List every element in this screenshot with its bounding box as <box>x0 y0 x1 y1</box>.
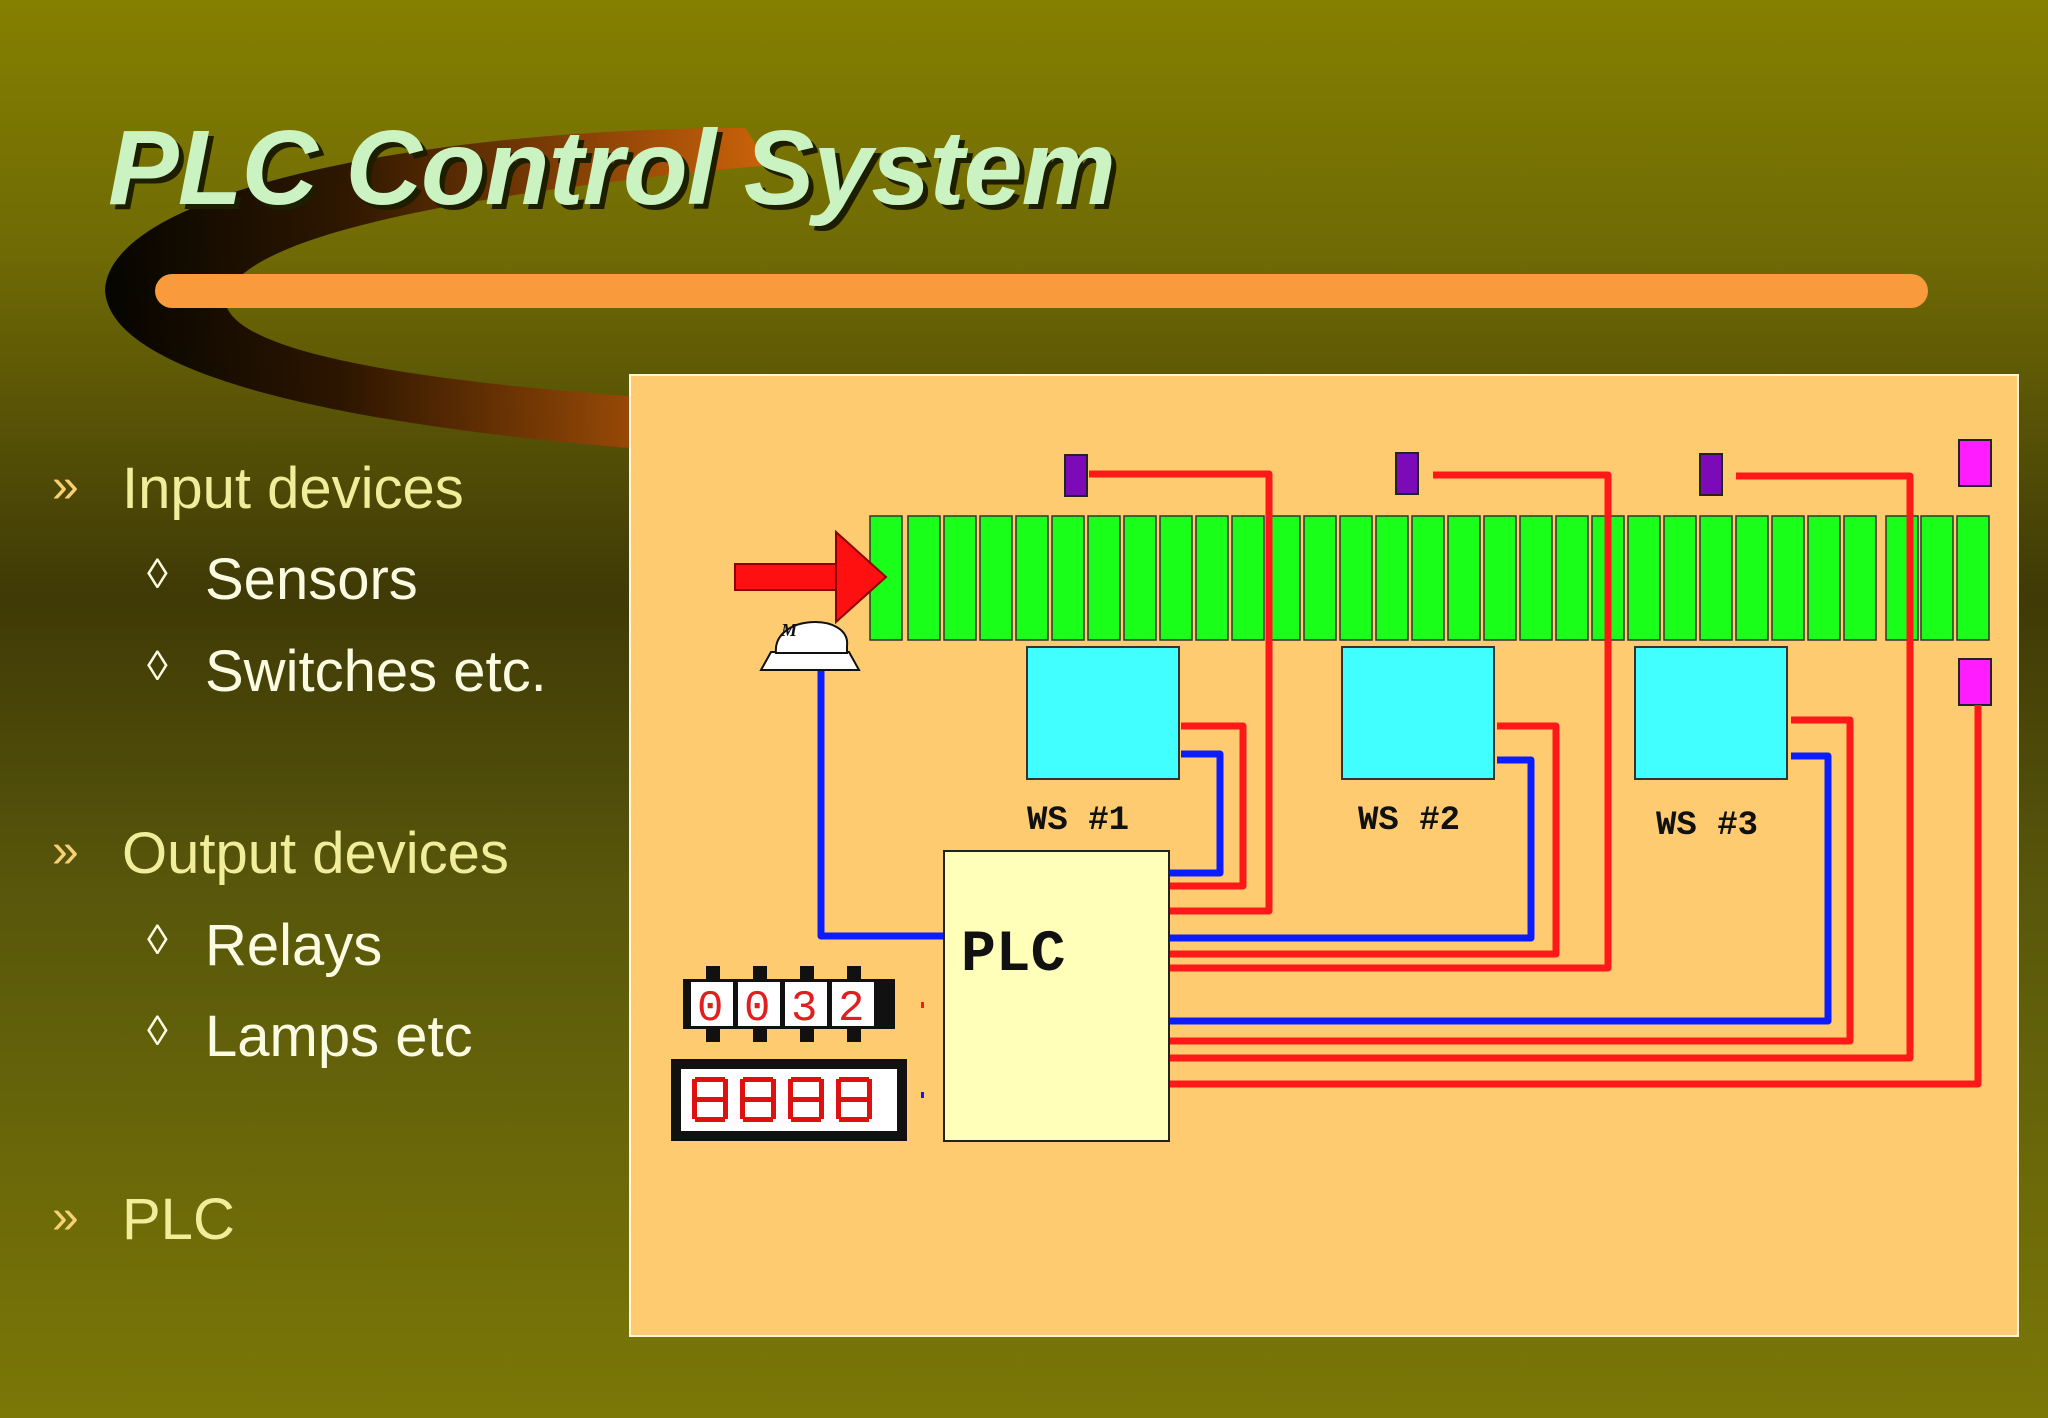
plc-diagram-panel: WS #1 WS #2 WS #3 M PLC <box>629 374 2019 1337</box>
conveyor-segment <box>1956 515 1990 641</box>
bullet-input-devices: » Input devices <box>52 455 464 522</box>
conveyor-segment <box>1483 515 1517 641</box>
conveyor-segment <box>907 515 941 641</box>
conveyor-segment <box>1771 515 1805 641</box>
conveyor-segment <box>1231 515 1265 641</box>
conveyor-segment <box>1807 515 1841 641</box>
seven-segment-digit <box>692 1077 728 1122</box>
conveyor-segment <box>1663 515 1697 641</box>
bullet-relays: ◊ Relays <box>147 912 383 979</box>
conveyor-segment <box>1447 515 1481 641</box>
bullet-label: Switches etc. <box>205 639 547 704</box>
seven-segment-digit <box>836 1077 872 1122</box>
sensor-3 <box>1699 453 1723 496</box>
conveyor-segment <box>943 515 977 641</box>
bullet-output-devices: » Output devices <box>52 820 509 887</box>
seven-segment-digit <box>740 1077 776 1122</box>
conveyor-segment <box>1051 515 1085 641</box>
title-underline-bar <box>155 274 1928 308</box>
conveyor-belt <box>869 515 1990 641</box>
seven-segment-display <box>671 1059 907 1141</box>
bullet-marker: ◊ <box>147 916 168 963</box>
lamp-bottom <box>1958 658 1992 706</box>
bullet-marker: ◊ <box>147 550 168 597</box>
bullet-marker: » <box>52 460 79 513</box>
conveyor-segment <box>1920 515 1954 641</box>
input-indicator <box>921 1092 924 1098</box>
workstation-1: WS #1 <box>1026 646 1180 840</box>
conveyor-segment <box>1159 515 1193 641</box>
seven-segment-digit <box>788 1077 824 1122</box>
counter-digit: 0 <box>744 984 770 1034</box>
conveyor-segment <box>1555 515 1589 641</box>
counter-digit: 0 <box>697 984 723 1034</box>
counter-digit: 2 <box>838 984 864 1034</box>
workstation-2: WS #2 <box>1341 646 1495 840</box>
conveyor-segment <box>1303 515 1337 641</box>
bullet-label: Sensors <box>205 547 418 612</box>
conveyor-segment <box>1015 515 1049 641</box>
plc-unit: PLC <box>943 850 1170 1142</box>
bullet-marker: ◊ <box>147 642 168 689</box>
conveyor-segment <box>1411 515 1445 641</box>
conveyor-segment <box>1375 515 1409 641</box>
motor-label: M <box>780 620 798 640</box>
conveyor-segment <box>1843 515 1877 641</box>
slide-title: PLC Control System <box>108 109 1116 227</box>
bullet-sensors: ◊ Sensors <box>147 546 418 613</box>
bullet-label: Output devices <box>122 821 509 886</box>
input-arrow <box>734 529 888 625</box>
counter-display: 0 0 3 2 <box>683 966 895 1042</box>
conveyor-segment <box>1627 515 1661 641</box>
bullet-label: PLC <box>122 1187 235 1252</box>
bullet-lamps: ◊ Lamps etc <box>147 1003 473 1070</box>
bullet-switches: ◊ Switches etc. <box>147 638 547 705</box>
plc-label: PLC <box>961 923 1065 988</box>
bullet-label: Input devices <box>122 456 464 521</box>
decorative-swoosh <box>105 128 780 458</box>
sensor-2 <box>1395 452 1419 495</box>
conveyor-segment <box>1519 515 1553 641</box>
conveyor-segment <box>1267 515 1301 641</box>
wiring-red <box>1089 470 1982 1088</box>
conveyor-segment <box>1087 515 1121 641</box>
bullet-marker: » <box>52 1191 79 1244</box>
bullet-marker: ◊ <box>147 1007 168 1054</box>
workstation-2-label: WS #2 <box>1358 802 1460 840</box>
bullet-label: Relays <box>205 913 383 978</box>
motor: M <box>759 620 861 671</box>
lamp-top <box>1958 439 1992 487</box>
wiring-blue <box>817 668 1832 1025</box>
conveyor-segment <box>1195 515 1229 641</box>
bullet-plc: » PLC <box>52 1186 235 1253</box>
bullet-marker: » <box>52 825 79 878</box>
output-indicator <box>921 1002 924 1008</box>
workstation-1-label: WS #1 <box>1027 802 1129 840</box>
counter-digit: 3 <box>791 984 817 1034</box>
conveyor-segment <box>1699 515 1733 641</box>
conveyor-segment <box>979 515 1013 641</box>
plc-diagram: WS #1 WS #2 WS #3 M PLC <box>671 439 1992 1142</box>
workstation-3-label: WS #3 <box>1656 807 1758 845</box>
conveyor-segment <box>1123 515 1157 641</box>
bullet-label: Lamps etc <box>205 1004 473 1069</box>
workstation-3: WS #3 <box>1634 646 1788 845</box>
conveyor-segment <box>1339 515 1373 641</box>
sensor-1 <box>1064 454 1088 497</box>
conveyor-segment <box>1735 515 1769 641</box>
